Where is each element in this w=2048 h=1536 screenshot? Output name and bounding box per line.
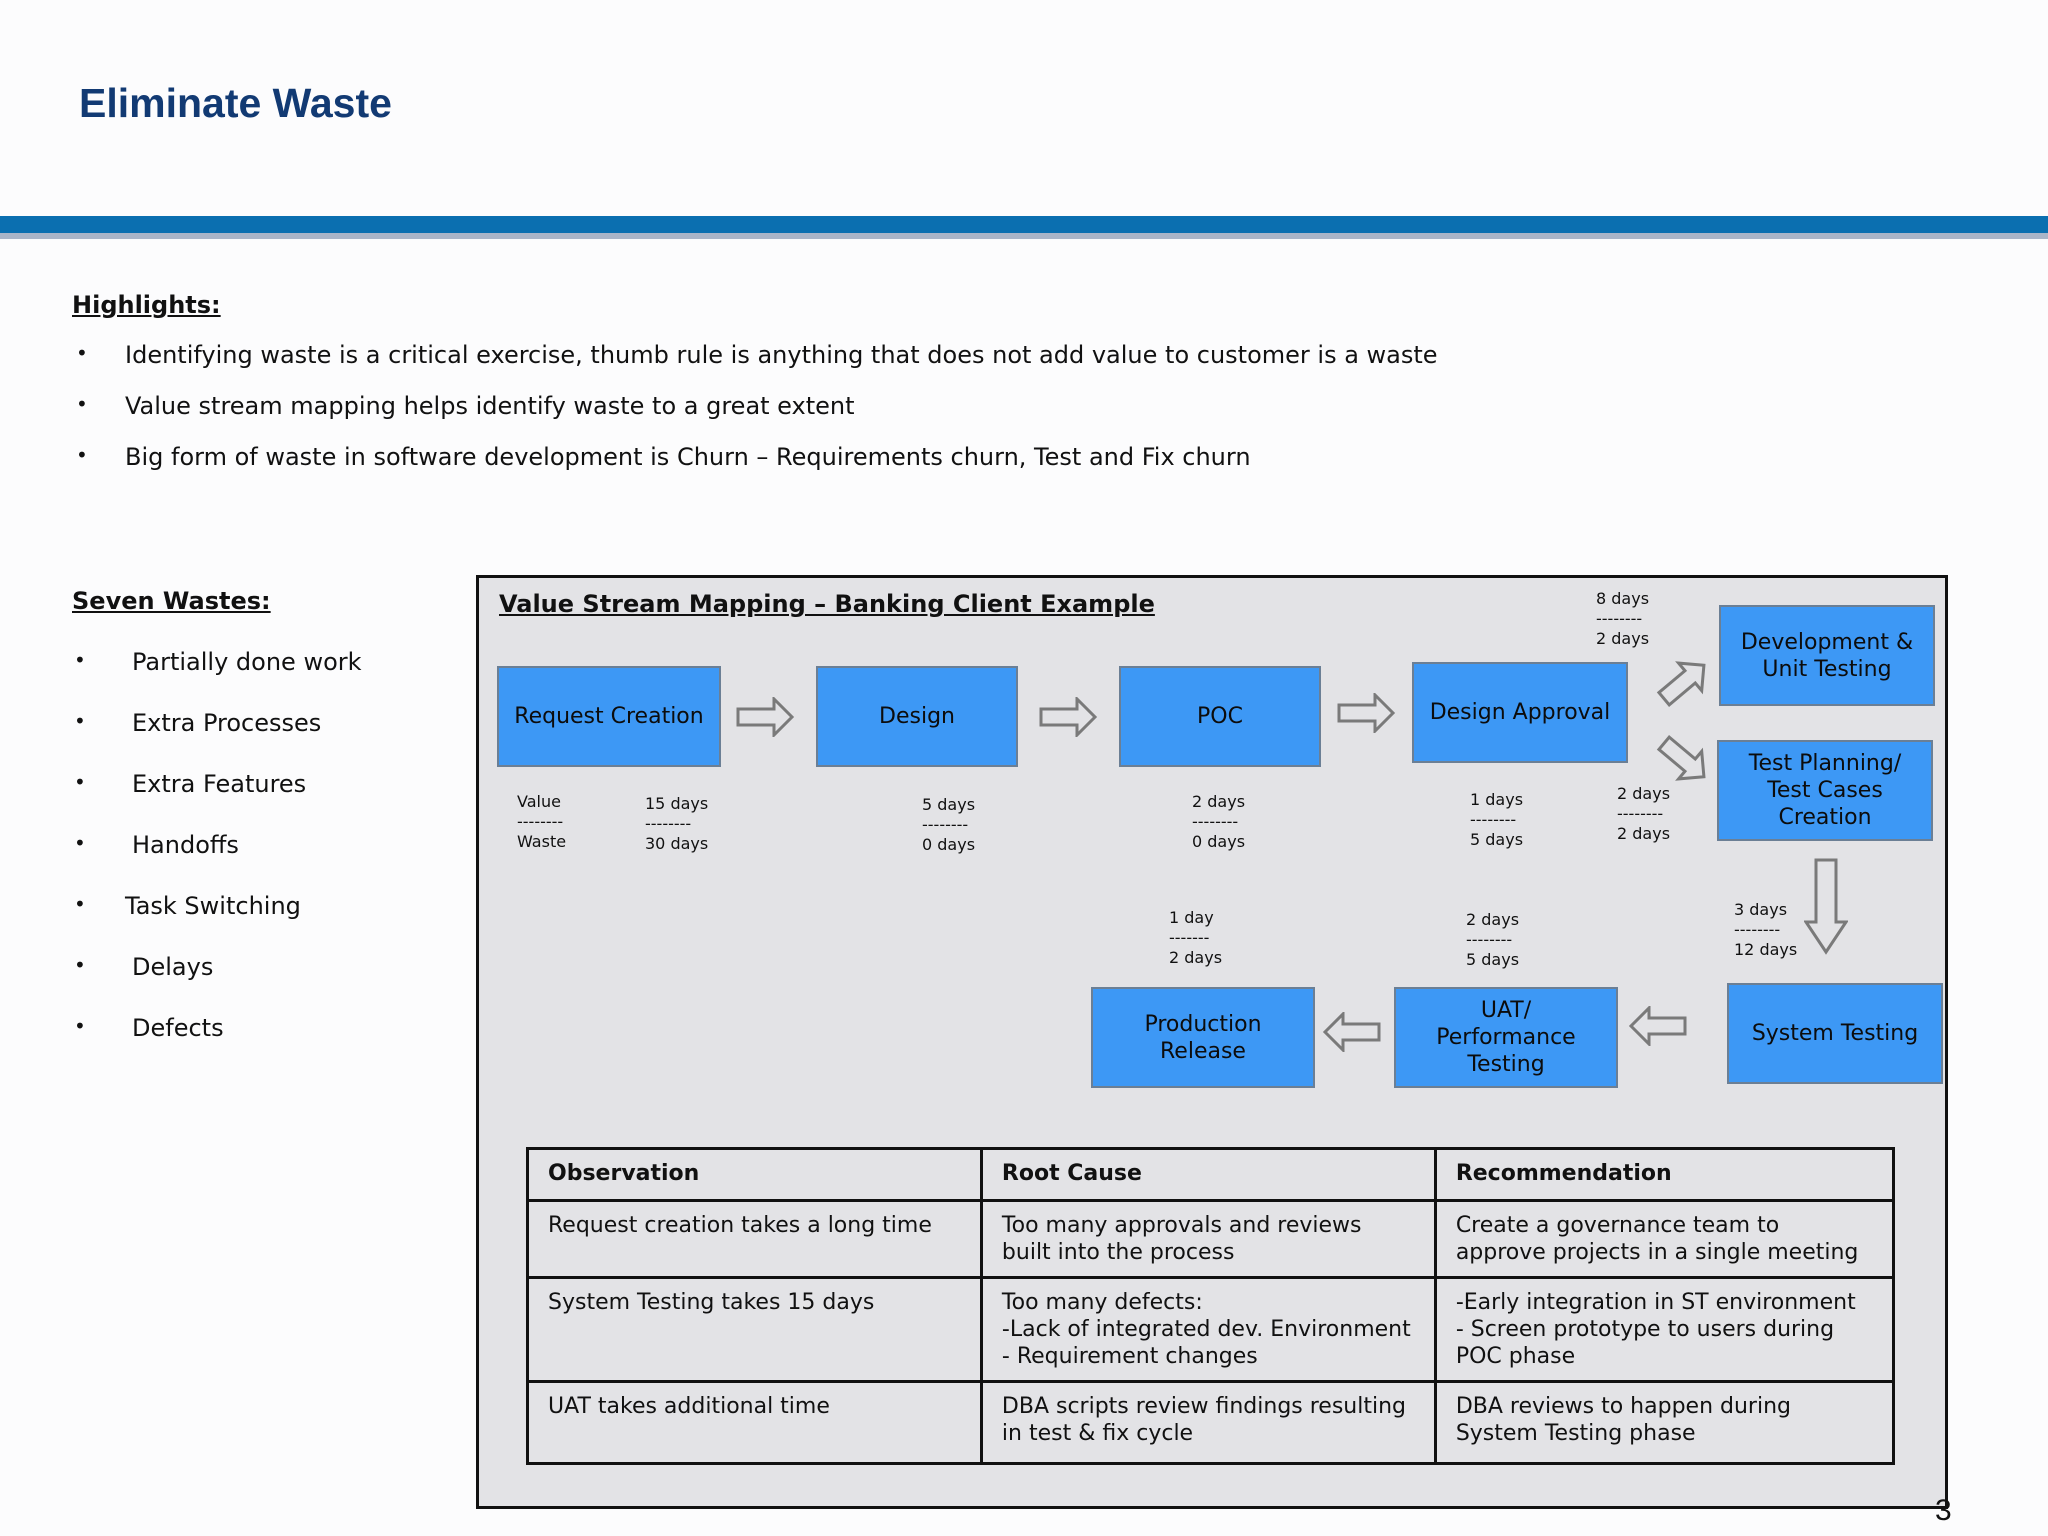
metric-development-unit-testing: 8 days--------2 days <box>1596 589 1650 648</box>
table-cell: DBA scripts review findings resulting in… <box>979 1380 1437 1465</box>
table-row: System Testing takes 15 days Too many de… <box>526 1276 1896 1383</box>
seven-wastes-list: •Partially done work •Extra Processes •E… <box>74 648 362 1075</box>
bullet-icon: • <box>74 1014 86 1038</box>
step-system-testing: System Testing <box>1727 983 1943 1084</box>
bullet-icon: • <box>74 953 86 977</box>
table-cell: UAT takes additional time <box>526 1380 983 1465</box>
metric-design-approval: 1 days--------5 days <box>1470 790 1524 849</box>
list-item: •Identifying waste is a critical exercis… <box>76 341 1438 369</box>
table-header-row: Observation Root Cause Recommendation <box>526 1147 1896 1202</box>
table-cell: Create a governance team to approve proj… <box>1433 1199 1896 1279</box>
metric-test-planning: 2 days--------2 days <box>1617 784 1671 843</box>
arrow-right-icon <box>1039 697 1098 737</box>
arrow-left-icon <box>1628 1006 1687 1046</box>
list-item: •Task Switching <box>74 892 301 920</box>
header-rule <box>0 216 2048 233</box>
step-test-planning: Test Planning/Test Cases Creation <box>1717 740 1933 841</box>
list-item: •Handoffs <box>74 831 239 859</box>
column-header-recommendation: Recommendation <box>1433 1147 1896 1202</box>
metric-request-creation: 15 days--------30 days <box>645 794 709 853</box>
metric-poc: 2 days--------0 days <box>1192 792 1246 851</box>
header-rule-shadow <box>0 233 2048 239</box>
arrow-right-icon <box>1337 693 1396 733</box>
list-item: •Big form of waste in software developme… <box>76 443 1251 471</box>
bullet-icon: • <box>74 648 86 672</box>
highlights-list: •Identifying waste is a critical exercis… <box>76 341 1438 494</box>
bullet-icon: • <box>76 392 88 416</box>
bullet-icon: • <box>74 831 86 855</box>
table-cell: Request creation takes a long time <box>526 1199 983 1279</box>
arrow-down-right-icon <box>1656 735 1706 781</box>
bullet-icon: • <box>74 892 86 916</box>
list-item: •Extra Features <box>74 770 307 798</box>
list-item: •Defects <box>74 1014 224 1042</box>
step-design: Design <box>816 666 1018 767</box>
arrow-up-right-icon <box>1656 661 1706 707</box>
table-row: Request creation takes a long time Too m… <box>526 1199 1896 1279</box>
page-number: 3 <box>1935 1494 1952 1527</box>
step-request-creation: Request Creation <box>497 666 721 767</box>
metric-production-release: 1 day-------2 days <box>1169 908 1223 967</box>
list-item: •Extra Processes <box>74 709 322 737</box>
list-item: •Delays <box>74 953 214 981</box>
step-uat-performance-testing: UAT/Performance Testing <box>1394 987 1618 1088</box>
value-stream-map: Value Stream Mapping – Banking Client Ex… <box>476 575 1948 1509</box>
vsm-title: Value Stream Mapping – Banking Client Ex… <box>499 590 1155 618</box>
table-row: UAT takes additional time DBA scripts re… <box>526 1380 1896 1465</box>
table-cell: DBA reviews to happen during System Test… <box>1433 1380 1896 1465</box>
metric-system-testing: 3 days--------12 days <box>1734 900 1798 959</box>
page-title: Eliminate Waste <box>79 80 392 126</box>
table-cell: System Testing takes 15 days <box>526 1276 983 1383</box>
bullet-icon: • <box>76 341 88 365</box>
observations-table: Observation Root Cause Recommendation Re… <box>526 1147 1896 1465</box>
value-waste-legend: Value--------Waste <box>517 792 567 851</box>
highlights-heading: Highlights: <box>72 291 221 319</box>
arrow-left-icon <box>1322 1012 1381 1052</box>
step-development-unit-testing: Development &Unit Testing <box>1719 605 1935 706</box>
table-cell: Too many approvals and reviews built int… <box>979 1199 1437 1279</box>
step-design-approval: Design Approval <box>1412 662 1628 763</box>
metric-uat-performance-testing: 2 days--------5 days <box>1466 910 1520 969</box>
bullet-icon: • <box>74 770 86 794</box>
list-item: •Value stream mapping helps identify was… <box>76 392 855 420</box>
column-header-observation: Observation <box>526 1147 983 1202</box>
step-poc: POC <box>1119 666 1321 767</box>
seven-wastes-heading: Seven Wastes: <box>72 587 271 615</box>
bullet-icon: • <box>76 443 88 467</box>
metric-design: 5 days--------0 days <box>922 795 976 854</box>
list-item: •Partially done work <box>74 648 362 676</box>
bullet-icon: • <box>74 709 86 733</box>
table-cell: -Early integration in ST environment - S… <box>1433 1276 1896 1383</box>
table-cell: Too many defects: -Lack of integrated de… <box>979 1276 1437 1383</box>
arrow-down-icon <box>1804 858 1848 955</box>
column-header-root-cause: Root Cause <box>979 1147 1437 1202</box>
arrow-right-icon <box>736 697 795 737</box>
